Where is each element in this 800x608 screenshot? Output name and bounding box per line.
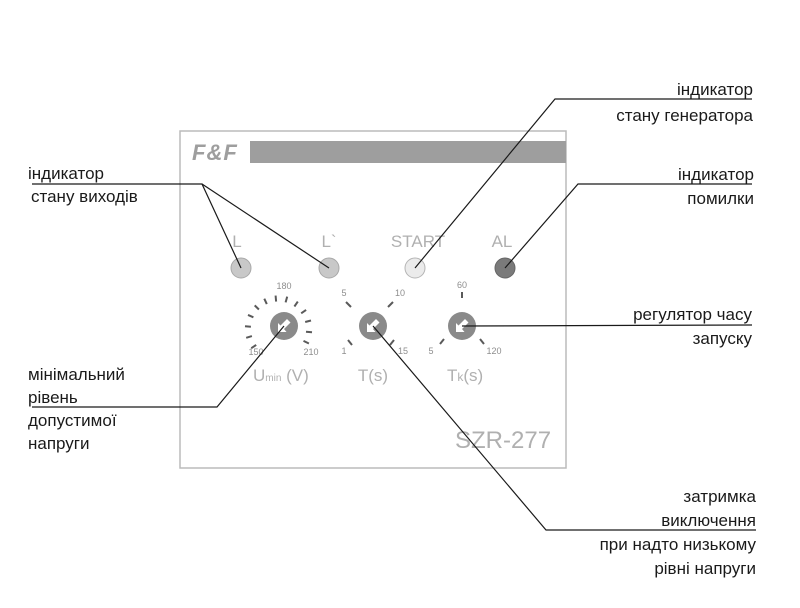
annotations: індикатор стану виходів індикатор стану … bbox=[28, 80, 757, 578]
brand-band bbox=[250, 141, 566, 163]
leader-min-voltage bbox=[32, 325, 285, 408]
leader-generator bbox=[414, 98, 752, 269]
knob-tk-scale-60: 60 bbox=[457, 280, 467, 290]
knob-umin[interactable]: 150 180 210 Umin (V) bbox=[244, 281, 319, 385]
annotation-min-voltage-line3: допустимої bbox=[28, 411, 117, 430]
annotation-min-voltage-line1: мінімальний bbox=[28, 365, 125, 384]
knob-t-scale-5: 5 bbox=[341, 288, 346, 298]
brand-logo-box bbox=[190, 141, 250, 163]
annotation-generator-line1: індикатор bbox=[677, 80, 753, 99]
indicator-label-l: L bbox=[232, 232, 241, 251]
leader-lines bbox=[32, 98, 756, 531]
annotation-delay-line2: виключення bbox=[661, 511, 756, 530]
knob-t-pointer-icon bbox=[367, 319, 380, 332]
annotation-outputs-line2: стану виходів bbox=[31, 187, 138, 206]
indicator-label-l-prime: L` bbox=[321, 232, 336, 251]
brand-logo: F&F bbox=[192, 140, 238, 165]
annotation-delay-line3: при надто низькому bbox=[600, 535, 757, 554]
knob-t-label: T(s) bbox=[358, 366, 388, 385]
annotation-start-timer-line1: регулятор часу bbox=[633, 305, 752, 324]
indicator-label-start: START bbox=[391, 232, 445, 251]
annotation-error-line2: помилки bbox=[687, 189, 754, 208]
knob-tk[interactable]: 5 60 120 Tk(s) bbox=[428, 280, 501, 385]
knob-umin-label: Umin (V) bbox=[253, 366, 309, 385]
leader-delay bbox=[372, 325, 756, 531]
annotation-min-voltage-line4: напруги bbox=[28, 434, 90, 453]
knob-tk-ticks bbox=[439, 292, 485, 345]
knob-umin-scale-mid: 180 bbox=[276, 281, 291, 291]
leader-error bbox=[504, 183, 752, 269]
knob-t-scale-15: 15 bbox=[398, 346, 408, 356]
leader-start-timer bbox=[461, 324, 753, 327]
annotation-delay-line1: затримка bbox=[683, 487, 756, 506]
knob-umin-scale-min: 150 bbox=[248, 347, 263, 357]
knob-t-scale-1: 1 bbox=[341, 346, 346, 356]
knob-tk-scale-5: 5 bbox=[428, 346, 433, 356]
knob-t-ticks bbox=[345, 301, 395, 346]
annotation-delay-line4: рівні напруги bbox=[654, 559, 756, 578]
knob-tk-scale-120: 120 bbox=[486, 346, 501, 356]
model-label: SZR-277 bbox=[455, 427, 551, 454]
knob-umin-scale-max: 210 bbox=[303, 347, 318, 357]
annotation-min-voltage-line2: рівень bbox=[28, 388, 78, 407]
leader-outputs-lprime bbox=[201, 183, 330, 269]
panel-frame bbox=[179, 130, 567, 469]
annotation-generator-line2: стану генератора bbox=[616, 106, 753, 125]
device-panel: F&F SZR-277 bbox=[179, 130, 567, 469]
knob-umin-ticks bbox=[244, 295, 313, 350]
knob-tk-label: Tk(s) bbox=[447, 366, 483, 385]
indicator-label-al: AL bbox=[492, 232, 513, 251]
annotation-error-line1: індикатор bbox=[678, 165, 754, 184]
annotation-start-timer-line2: запуску bbox=[693, 329, 753, 348]
annotation-outputs-line1: індикатор bbox=[28, 164, 104, 183]
knob-t-scale-10: 10 bbox=[395, 288, 405, 298]
